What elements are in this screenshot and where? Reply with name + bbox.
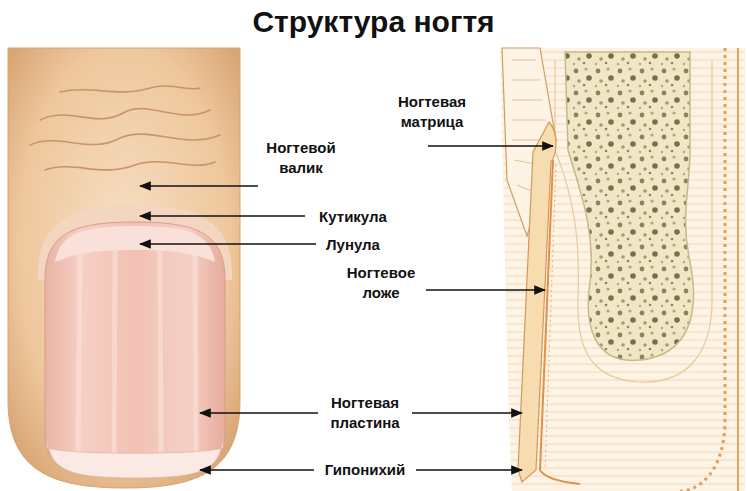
leader-line	[412, 412, 522, 414]
part-label: Гипонихий	[300, 460, 430, 480]
part-label: Ногтевое ложе	[335, 263, 427, 303]
leader-line	[140, 215, 305, 217]
part-label: Кутикула	[288, 207, 418, 227]
diagram-title: Структура ногтя	[0, 4, 747, 40]
leader-line	[200, 412, 318, 414]
part-label: Ногтевая пластина	[319, 393, 411, 433]
leader-line	[428, 145, 553, 147]
part-label: Ногтевой валик	[255, 138, 347, 178]
leader-line	[200, 469, 314, 471]
leader-line	[416, 469, 522, 471]
part-label: Ногтевая матрица	[386, 92, 478, 132]
leader-line	[140, 185, 258, 187]
leader-line	[140, 243, 316, 245]
leader-line	[426, 289, 545, 291]
part-label: Лунула	[288, 235, 418, 255]
